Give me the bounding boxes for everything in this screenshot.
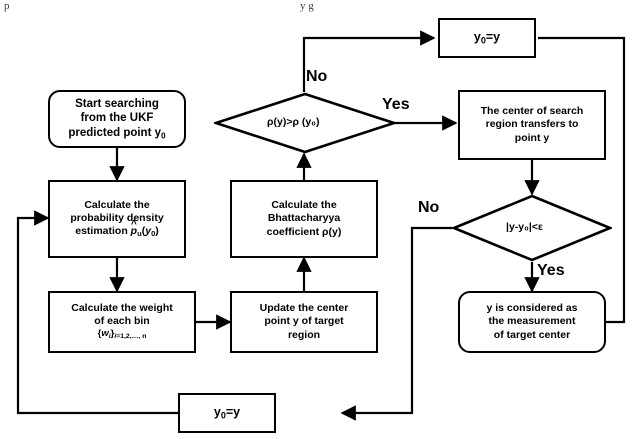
node-measurement-line-1: y is considered as bbox=[486, 302, 578, 315]
node-start[interactable]: Start searching from the UKF predicted p… bbox=[48, 90, 186, 148]
node-start-line-2: from the UKF bbox=[80, 112, 154, 125]
node-bhattacharyya[interactable]: Calculate the Bhattacharyya coefficient … bbox=[230, 180, 378, 258]
node-weight-line-3: {wi}i=1,2,…, n bbox=[97, 328, 147, 341]
node-decision-epsilon-label: |y-y₀|<ε bbox=[506, 221, 543, 233]
node-pdf-line-1: Calculate the bbox=[84, 199, 150, 212]
node-assign-bottom-label: y0=y bbox=[213, 404, 241, 421]
branch-label-eps-no: No bbox=[418, 199, 440, 216]
node-transfer-line-1: The center of search bbox=[480, 105, 584, 118]
node-decision-epsilon[interactable] bbox=[452, 194, 612, 262]
node-weight-of-bins[interactable]: Calculate the weight of each bin {wi}i=1… bbox=[48, 291, 196, 353]
node-pdf-line-3: estimation ^pu(y0) bbox=[75, 219, 159, 239]
node-weight-line-2: of each bin bbox=[94, 315, 150, 328]
node-assign-top[interactable]: y0=y bbox=[438, 18, 536, 58]
node-assign-bottom[interactable]: y0=y bbox=[178, 393, 276, 433]
node-measurement-result[interactable]: y is considered as the measurement of ta… bbox=[458, 291, 606, 353]
node-transfer-line-3: point y bbox=[514, 131, 550, 144]
node-start-line-1: Start searching bbox=[75, 97, 159, 110]
node-bhatta-line-3: coefficient ρ(y) bbox=[266, 225, 342, 238]
node-transfer-search-region[interactable]: The center of search region transfers to… bbox=[458, 90, 606, 160]
node-decision-rho-label: ρ(y)>ρ (y₀) bbox=[267, 116, 320, 128]
node-probability-density[interactable]: Calculate the probability density estima… bbox=[48, 180, 186, 258]
node-start-line-3: predicted point y0 bbox=[68, 126, 166, 140]
node-update-line-1: Update the center bbox=[259, 302, 349, 315]
node-update-line-2: point y of target bbox=[264, 315, 344, 328]
node-transfer-line-2: region transfers to bbox=[485, 118, 579, 131]
node-update-center[interactable]: Update the center point y of target regi… bbox=[230, 291, 378, 353]
node-bhatta-line-2: Bhattacharyya bbox=[267, 212, 341, 225]
page-artifact-top: y g bbox=[300, 0, 314, 12]
node-bhatta-line-1: Calculate the bbox=[271, 199, 337, 212]
node-assign-top-label: y0=y bbox=[473, 29, 501, 46]
node-weight-line-1: Calculate the weight bbox=[71, 302, 173, 315]
branch-label-rho-yes: Yes bbox=[382, 96, 410, 113]
node-measurement-line-2: the measurement bbox=[488, 315, 576, 328]
branch-label-eps-yes: Yes bbox=[537, 262, 565, 279]
page-artifact-left: p bbox=[4, 0, 10, 12]
branch-label-rho-no: No bbox=[306, 68, 328, 85]
node-measurement-line-3: of target center bbox=[493, 328, 571, 341]
node-pdf-line-2: probability density bbox=[70, 212, 164, 225]
node-update-line-3: region bbox=[287, 328, 321, 341]
node-decision-rho[interactable] bbox=[214, 92, 396, 154]
